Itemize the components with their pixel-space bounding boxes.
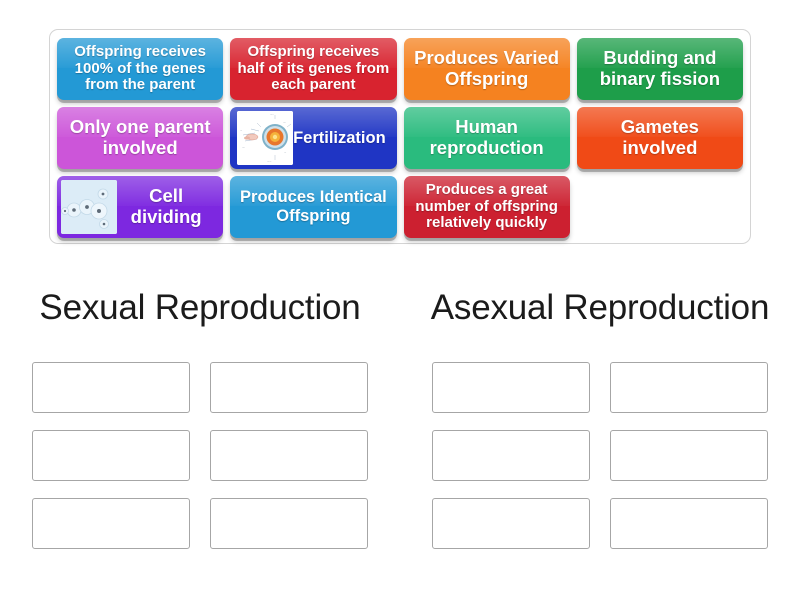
tile-label: Only one parent involved: [69, 116, 211, 158]
tile-label: Offspring receives 100% of the genes fro…: [74, 42, 206, 94]
category-headings: Sexual Reproduction Asexual Reproduction: [0, 288, 800, 328]
tile-label: Produces a great number of offspring rel…: [415, 180, 558, 232]
draggable-tile[interactable]: Budding and binary fission: [576, 38, 743, 100]
word-bank-rows: Offspring receives 100% of the genes fro…: [57, 38, 743, 238]
tile-label: Offspring receives half of its genes fro…: [237, 42, 390, 94]
tile-label: Budding and binary fission: [599, 47, 721, 89]
word-bank-container: Offspring receives 100% of the genes fro…: [49, 29, 751, 244]
word-bank-row: Cell dividing Produces Identical Offsprin…: [57, 176, 743, 238]
tile-label: Produces Varied Offspring: [414, 47, 560, 89]
drop-zone[interactable]: [610, 362, 768, 413]
drop-zone-column-asexual: [400, 362, 800, 549]
svg-text:....: ....: [283, 121, 286, 124]
drop-zone[interactable]: [32, 362, 190, 413]
fertilization-diagram-icon: .........................: [237, 111, 294, 165]
drop-zone-area: [0, 362, 800, 549]
svg-text:....: ....: [242, 146, 245, 149]
draggable-tile[interactable]: Produces a great number of offspring rel…: [403, 176, 570, 238]
draggable-tile[interactable]: Gametes involved: [576, 107, 743, 169]
drop-zone-column-sexual: [0, 362, 400, 549]
tile-label: Produces Identical Offspring: [240, 188, 387, 225]
tile-label: Fertilization: [293, 128, 386, 147]
drop-zone[interactable]: [32, 498, 190, 549]
drop-zone[interactable]: [210, 498, 368, 549]
drop-zone[interactable]: [432, 498, 590, 549]
draggable-tile[interactable]: .........................Fertilization: [230, 107, 397, 169]
svg-text:......: ......: [267, 160, 272, 163]
word-bank-row: Offspring receives 100% of the genes fro…: [57, 38, 743, 100]
draggable-tile[interactable]: Cell dividing: [57, 176, 224, 238]
svg-text:.....: .....: [270, 113, 274, 116]
word-bank-row: Only one parent involved................…: [57, 107, 743, 169]
draggable-tile[interactable]: Produces Varied Offspring: [403, 38, 570, 100]
drop-zone[interactable]: [210, 430, 368, 481]
drop-zone[interactable]: [32, 430, 190, 481]
tile-label: Human reproduction: [429, 116, 544, 158]
drop-zone[interactable]: [432, 362, 590, 413]
svg-text:...: ...: [284, 151, 286, 154]
draggable-tile[interactable]: Produces Identical Offspring: [230, 176, 397, 238]
drop-zone[interactable]: [610, 498, 768, 549]
drop-zone[interactable]: [610, 430, 768, 481]
word-bank-empty-slot: [577, 176, 743, 238]
svg-text:...: ...: [240, 129, 242, 132]
draggable-tile[interactable]: Offspring receives half of its genes fro…: [230, 38, 397, 100]
draggable-tile[interactable]: Offspring receives 100% of the genes fro…: [57, 38, 224, 100]
draggable-tile[interactable]: Human reproduction: [403, 107, 570, 169]
category-title-asexual: Asexual Reproduction: [430, 288, 770, 327]
draggable-tile[interactable]: Only one parent involved: [57, 107, 224, 169]
cell-division-diagram-icon: [61, 180, 117, 234]
drop-zone[interactable]: [432, 430, 590, 481]
tile-label: Gametes involved: [620, 116, 699, 158]
category-title-sexual: Sexual Reproduction: [39, 288, 361, 327]
drop-zone[interactable]: [210, 362, 368, 413]
tile-label: Cell dividing: [130, 185, 202, 227]
